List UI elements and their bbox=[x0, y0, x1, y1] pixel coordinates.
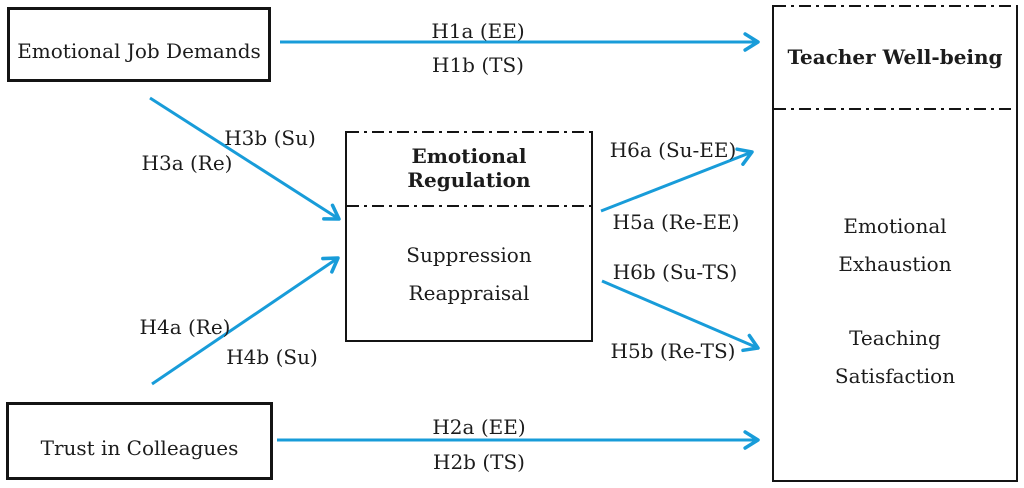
label-h2b: H2b (TS) bbox=[433, 450, 525, 474]
label-h6b: H6b (Su-TS) bbox=[612, 260, 738, 284]
label-h1b: H1b (TS) bbox=[432, 53, 524, 77]
teacher-well-being-title: Teacher Well-being bbox=[787, 44, 1003, 69]
label-h3a: H3a (Re) bbox=[141, 151, 233, 175]
arrow-h5b-h6b-er-to-twb bbox=[601, 279, 760, 353]
emotional-regulation-top-border bbox=[347, 131, 591, 133]
emotional-regulation-title-area: Emotional Regulation bbox=[347, 131, 591, 205]
teacher-well-being-teaching-satisfaction: Teaching Satisfaction bbox=[835, 319, 955, 395]
box-trust-in-colleagues-label: Trust in Colleagues bbox=[40, 436, 239, 460]
emotional-regulation-item-reappraisal: Reappraisal bbox=[408, 280, 530, 305]
teacher-well-being-items: Emotional Exhaustion Teaching Satisfacti… bbox=[774, 110, 1016, 480]
twb-line-satisfaction: Satisfaction bbox=[834, 364, 956, 388]
arrow-h4-tic-to-er bbox=[151, 256, 340, 386]
teacher-well-being-title-area: Teacher Well-being bbox=[774, 5, 1016, 108]
twb-line-emotional: Emotional bbox=[843, 214, 947, 238]
label-h3b: H3b (Su) bbox=[224, 126, 316, 150]
label-h1a: H1a (EE) bbox=[431, 19, 525, 43]
box-emotional-job-demands-label: Emotional Job Demands bbox=[17, 38, 261, 63]
label-h4a: H4a (Re) bbox=[139, 315, 231, 339]
box-emotional-regulation: Emotional Regulation Suppression Reappra… bbox=[345, 131, 593, 342]
label-h5b: H5b (Re-TS) bbox=[610, 339, 736, 363]
arrow-h3-ejd-to-er bbox=[149, 96, 341, 221]
twb-line-teaching: Teaching bbox=[849, 326, 941, 350]
label-h5a: H5a (Re-EE) bbox=[612, 210, 740, 234]
teacher-well-being-top-border bbox=[774, 5, 1016, 7]
emotional-regulation-title: Emotional Regulation bbox=[407, 144, 531, 192]
box-emotional-job-demands: Emotional Job Demands bbox=[7, 7, 271, 82]
label-h2a: H2a (EE) bbox=[432, 415, 526, 439]
emotional-regulation-divider bbox=[347, 205, 591, 207]
teacher-well-being-divider bbox=[774, 108, 1016, 110]
label-h4b: H4b (Su) bbox=[226, 345, 318, 369]
label-h6a: H6a (Su-EE) bbox=[609, 138, 737, 162]
box-trust-in-colleagues: Trust in Colleagues bbox=[6, 402, 273, 480]
box-teacher-well-being: Teacher Well-being Emotional Exhaustion … bbox=[772, 5, 1018, 482]
twb-line-exhaustion: Exhaustion bbox=[838, 252, 952, 276]
emotional-regulation-item-suppression: Suppression bbox=[406, 242, 532, 267]
arrow-h5a-h6a-er-to-twb bbox=[600, 147, 754, 213]
emotional-regulation-items: Suppression Reappraisal bbox=[347, 207, 591, 340]
teacher-well-being-emotional-exhaustion: Emotional Exhaustion bbox=[838, 207, 951, 283]
